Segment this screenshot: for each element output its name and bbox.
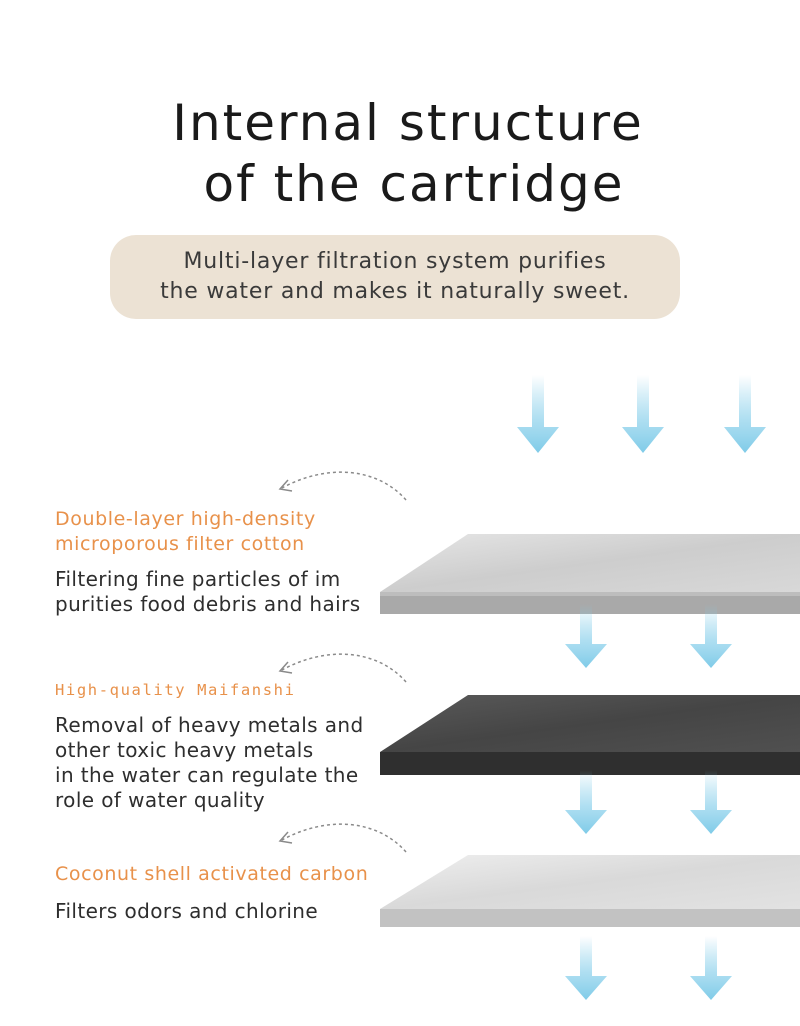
water-flow-arrow-icon (690, 936, 732, 1000)
layer-description-line: purities food debris and hairs (55, 592, 361, 616)
layer-name-line: Double-layer high-density (55, 508, 316, 530)
curved-dashed-pointer-icon (278, 823, 407, 853)
layer-name-line: High-quality Maifanshi (55, 681, 296, 699)
water-flow-arrow-icon (690, 604, 732, 668)
layer-name-maifanshi: High-quality Maifanshi (55, 678, 296, 703)
layer-description-line: Filters odors and chlorine (55, 899, 319, 923)
maifanshi-layer (380, 695, 800, 775)
page-title-line-2: of the cartridge (203, 155, 625, 213)
page-title-line-1: Internal structure (172, 94, 644, 152)
layer-name-line: microporous filter cotton (55, 533, 305, 555)
layer-description-line: role of water quality (55, 788, 266, 812)
subtitle-line-1: Multi-layer filtration system purifies (183, 249, 607, 274)
subtitle-pill: Multi-layer filtration system purifies t… (110, 235, 680, 319)
water-flow-arrow-icon (565, 936, 607, 1000)
layer-name-line: Coconut shell activated carbon (55, 863, 369, 885)
water-flow-arrow-icon (517, 375, 559, 453)
water-flow-arrow-icon (565, 770, 607, 834)
water-flow-arrow-icon (724, 375, 766, 453)
water-flow-arrow-icon (690, 770, 732, 834)
layer-description-maifanshi: Removal of heavy metals and other toxic … (55, 713, 364, 813)
activated-carbon-layer (380, 855, 800, 927)
layer-description-line: other toxic heavy metals (55, 738, 314, 762)
filter-cotton-layer (380, 534, 800, 614)
curved-dashed-pointer-icon (278, 471, 407, 501)
layer-description-cotton: Filtering fine particles of im purities … (55, 567, 361, 617)
layer-description-carbon: Filters odors and chlorine (55, 899, 318, 924)
curved-dashed-pointer-icon (278, 653, 407, 683)
layer-description-line: Removal of heavy metals and (55, 713, 364, 737)
water-flow-arrow-icon (622, 375, 664, 453)
water-flow-arrow-icon (565, 604, 607, 668)
layer-name-carbon: Coconut shell activated carbon (55, 862, 368, 887)
layer-name-cotton: Double-layer high-density microporous fi… (55, 507, 316, 557)
layer-description-line: in the water can regulate the (55, 763, 359, 787)
layer-description-line: Filtering fine particles of im (55, 567, 341, 591)
subtitle-line-2: the water and makes it naturally sweet. (160, 279, 630, 304)
